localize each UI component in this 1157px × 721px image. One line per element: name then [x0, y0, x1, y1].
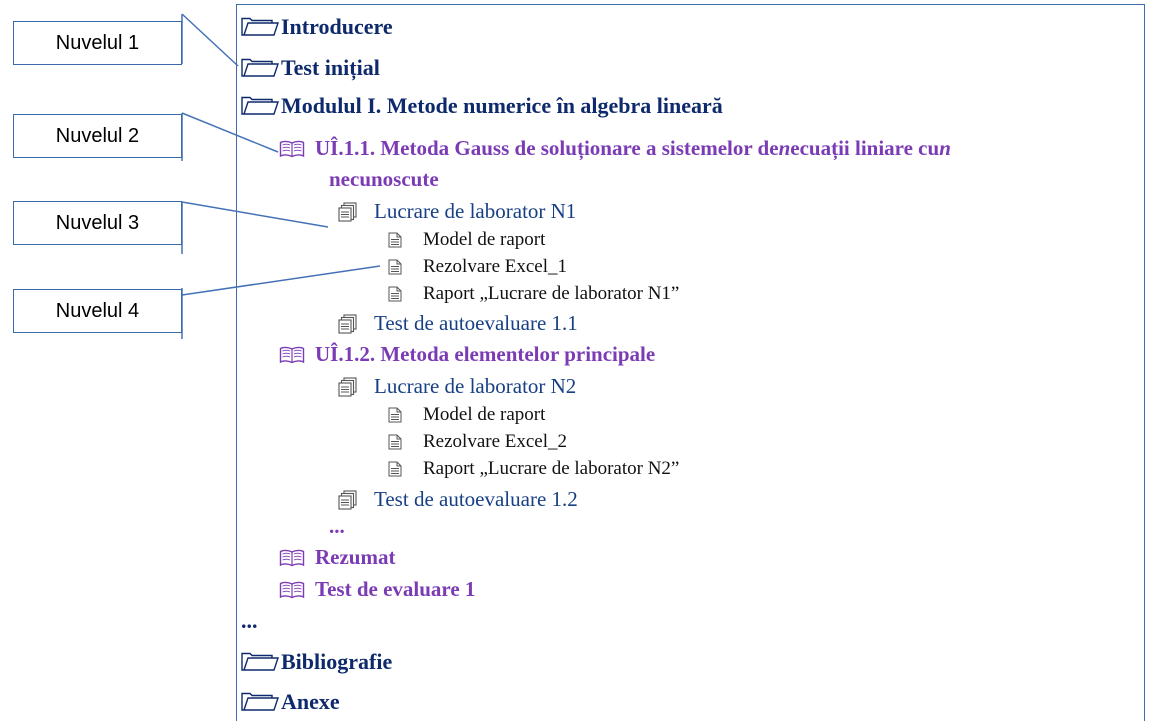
tree-item-label: UÎ.1.2. Metoda elementelor principale	[315, 342, 656, 366]
folder-icon	[241, 96, 279, 116]
document-icon	[387, 286, 403, 302]
open-book-icon	[279, 346, 305, 364]
tree-item-label: Rezumat	[315, 545, 396, 569]
label-level-1-text: Nuvelul 1	[55, 31, 140, 54]
tree-item-label: Modulul I. Metode numerice în algebra li…	[281, 93, 723, 118]
tree-item-lab-2-report[interactable]: Raport „Lucrare de laborator N2”	[387, 458, 679, 480]
label-level-4-text: Nuvelul 4	[55, 299, 140, 322]
tree-item-label-var: n	[939, 136, 951, 160]
tree-item-label-continued: necunoscute	[329, 167, 439, 191]
open-book-icon	[279, 581, 305, 599]
tree-item-label: Introducere	[281, 14, 393, 39]
tree-item-label-part: UÎ.1.1. Metoda Gauss de soluționare a si…	[315, 136, 779, 160]
tree-item-summary[interactable]: Rezumat	[279, 545, 395, 570]
tree-item-label: Lucrare de laborator N1	[374, 199, 577, 223]
tree-item-label: Anexe	[281, 689, 340, 714]
document-icon	[387, 434, 403, 450]
tree-item-selftest-1-1[interactable]: Test de autoevaluare 1.1	[338, 311, 578, 336]
tree-item-annexes[interactable]: Anexe	[241, 689, 340, 715]
tree-item-lab-2[interactable]: Lucrare de laborator N2	[338, 374, 576, 399]
tree-item-bibliography[interactable]: Bibliografie	[241, 649, 392, 675]
tree-item-label: Raport „Lucrare de laborator N1”	[423, 283, 680, 304]
tree-item-lab-2-model[interactable]: Model de raport	[387, 404, 545, 426]
folder-icon	[241, 58, 279, 78]
tree-item-label: Test de autoevaluare 1.2	[374, 487, 578, 511]
tree-item-lab-2-excel[interactable]: Rezolvare Excel_2	[387, 431, 567, 453]
ellipsis-text: ...	[241, 608, 258, 633]
label-level-3: Nuvelul 3	[13, 201, 182, 245]
tree-item-selftest-1-2[interactable]: Test de autoevaluare 1.2	[338, 487, 578, 512]
document-stack-icon	[338, 314, 358, 334]
document-icon	[387, 259, 403, 275]
document-icon	[387, 232, 403, 248]
tree-item-label: Lucrare de laborator N2	[374, 374, 577, 398]
tree-item-label: Test inițial	[281, 55, 380, 80]
tree-item-lab-1-excel[interactable]: Rezolvare Excel_1	[387, 256, 567, 278]
document-icon	[387, 461, 403, 477]
tree-item-lab-1-model[interactable]: Model de raport	[387, 229, 545, 251]
folder-icon	[241, 652, 279, 672]
leader-level1-a	[181, 13, 239, 67]
label-level-3-text: Nuvelul 3	[55, 211, 140, 234]
tree-item-label-part: ecuații liniare cu	[790, 136, 940, 160]
tree-item-label: Bibliografie	[281, 649, 393, 674]
tree-item-lab-1[interactable]: Lucrare de laborator N1	[338, 199, 576, 224]
open-book-icon	[279, 549, 305, 567]
folder-icon	[241, 692, 279, 712]
tree-item-eval-test-1[interactable]: Test de evaluare 1	[279, 577, 475, 602]
tree-item-label: Test de evaluare 1	[315, 577, 476, 601]
tree-item-ui-1-2[interactable]: UÎ.1.2. Metoda elementelor principale	[279, 342, 655, 367]
tree-ellipsis-outer: ...	[241, 608, 258, 634]
tree-item-label-var: n	[778, 136, 791, 160]
tree-ellipsis-inner: ...	[329, 514, 345, 539]
tree-item-label: Model de raport	[423, 229, 546, 250]
label-level-2: Nuvelul 2	[13, 114, 182, 158]
document-stack-icon	[338, 202, 358, 222]
label-level-4: Nuvelul 4	[13, 289, 182, 333]
tree-frame	[236, 4, 1145, 721]
folder-icon	[241, 17, 279, 37]
tree-item-ui-1-1-continued: necunoscute	[329, 167, 439, 192]
tree-item-label: Raport „Lucrare de laborator N2”	[423, 458, 680, 479]
open-book-icon	[279, 140, 305, 158]
label-level-1: Nuvelul 1	[13, 21, 182, 65]
tree-item-label: Rezolvare Excel_2	[423, 431, 568, 452]
document-stack-icon	[338, 377, 358, 397]
tree-item-module-1[interactable]: Modulul I. Metode numerice în algebra li…	[241, 93, 723, 119]
tree-item-test-initial[interactable]: Test inițial	[241, 55, 380, 81]
label-level-2-text: Nuvelul 2	[55, 124, 140, 147]
document-icon	[387, 407, 403, 423]
tree-item-label: Model de raport	[423, 404, 546, 425]
document-stack-icon	[338, 490, 358, 510]
tree-item-ui-1-1[interactable]: UÎ.1.1. Metoda Gauss de soluționare a si…	[279, 136, 951, 161]
tree-item-label: Rezolvare Excel_1	[423, 256, 568, 277]
tree-item-lab-1-report[interactable]: Raport „Lucrare de laborator N1”	[387, 283, 679, 305]
tree-item-label: Test de autoevaluare 1.1	[374, 311, 578, 335]
tree-item-introducere[interactable]: Introducere	[241, 14, 393, 40]
ellipsis-text: ...	[329, 514, 345, 538]
